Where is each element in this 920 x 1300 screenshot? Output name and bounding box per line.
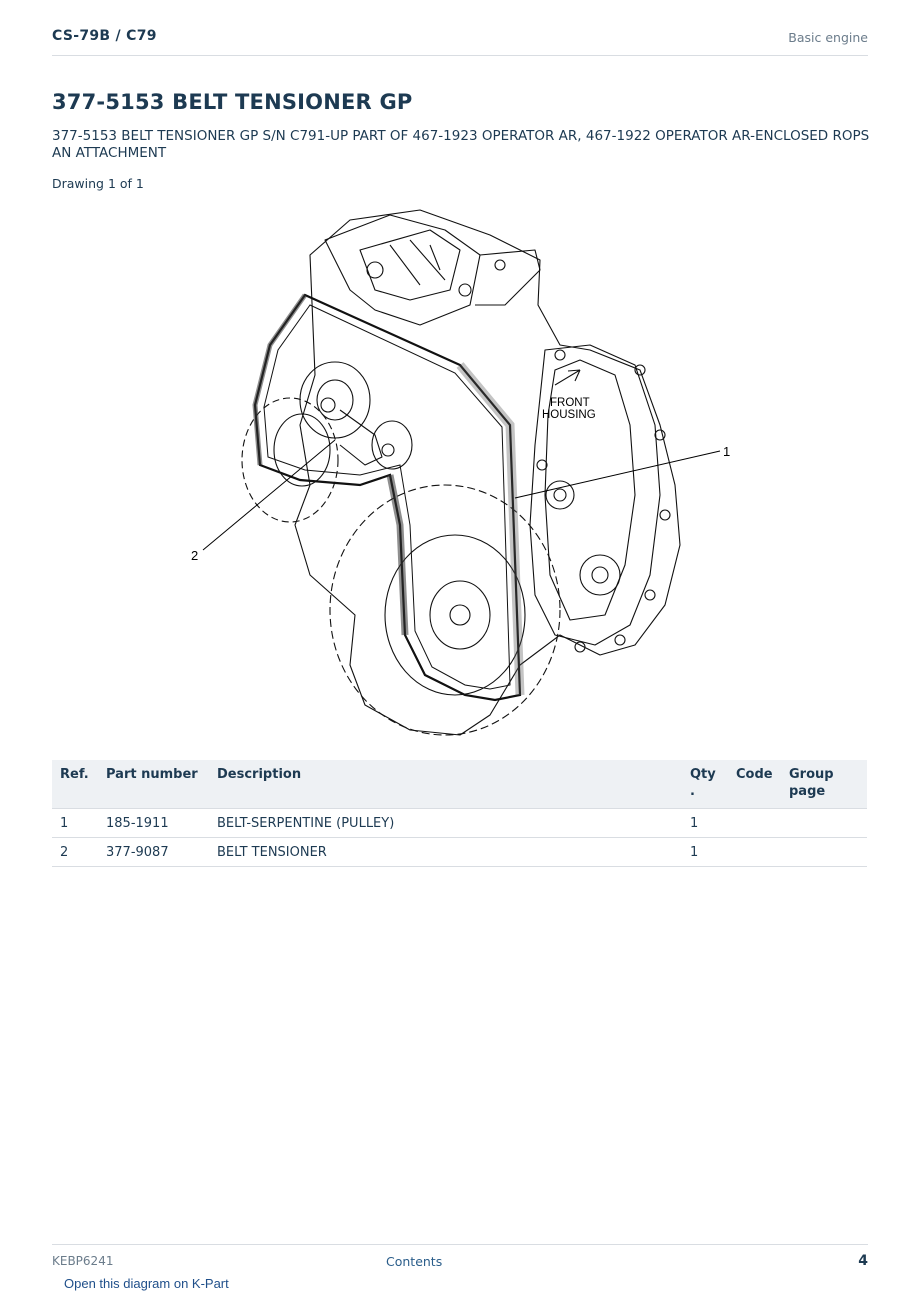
page-footer: KEBP6241 Contents 4 bbox=[52, 1244, 868, 1275]
open-kpart-link[interactable]: Open this diagram on K-Part bbox=[64, 1276, 229, 1291]
row-qty: 1 bbox=[682, 837, 728, 867]
page-header: CS-79B / C79 Basic engine bbox=[52, 28, 868, 56]
col-code: Code bbox=[728, 760, 781, 809]
col-part-number: Part number bbox=[98, 760, 209, 809]
page-subtitle: 377-5153 BELT TENSIONER GP S/N C791-UP P… bbox=[52, 128, 870, 161]
col-description: Description bbox=[209, 760, 682, 809]
row-code bbox=[728, 837, 781, 867]
callout-1[interactable]: 1 bbox=[723, 444, 730, 459]
col-ref: Ref. bbox=[52, 760, 98, 809]
col-qty: Qty . bbox=[682, 760, 728, 809]
row-code bbox=[728, 808, 781, 838]
row-ref: 1 bbox=[52, 808, 98, 838]
section-name: Basic engine bbox=[788, 30, 868, 45]
row-part-number: 185-1911 bbox=[98, 808, 209, 838]
engine-belt-illustration: 1 2 FRONT HOUSING bbox=[191, 209, 730, 736]
parts-diagram[interactable]: 1 2 FRONT HOUSING bbox=[160, 195, 760, 740]
table-row: 2 377-9087 BELT TENSIONER 1 bbox=[52, 837, 867, 867]
document-id: KEBP6241 bbox=[52, 1254, 114, 1268]
row-part-number: 377-9087 bbox=[98, 837, 209, 867]
contents-link[interactable]: Contents bbox=[386, 1254, 443, 1269]
table-row: 1 185-1911 BELT-SERPENTINE (PULLEY) 1 bbox=[52, 808, 867, 838]
row-qty: 1 bbox=[682, 808, 728, 838]
row-group-page bbox=[781, 808, 867, 838]
front-label: FRONT bbox=[550, 397, 590, 409]
model-breadcrumb: CS-79B / C79 bbox=[52, 28, 157, 44]
parts-table: Ref. Part number Description Qty . Code … bbox=[52, 760, 867, 867]
page-title: 377-5153 BELT TENSIONER GP bbox=[52, 90, 413, 114]
row-description: BELT-SERPENTINE (PULLEY) bbox=[209, 808, 682, 838]
row-description: BELT TENSIONER bbox=[209, 837, 682, 867]
table-header-row: Ref. Part number Description Qty . Code … bbox=[52, 760, 867, 809]
drawing-count: Drawing 1 of 1 bbox=[52, 176, 144, 191]
row-ref: 2 bbox=[52, 837, 98, 867]
page-number: 4 bbox=[858, 1253, 868, 1269]
callout-2[interactable]: 2 bbox=[191, 548, 198, 563]
row-group-page bbox=[781, 837, 867, 867]
housing-label: HOUSING bbox=[542, 409, 596, 421]
col-group-page: Group page bbox=[781, 760, 867, 809]
